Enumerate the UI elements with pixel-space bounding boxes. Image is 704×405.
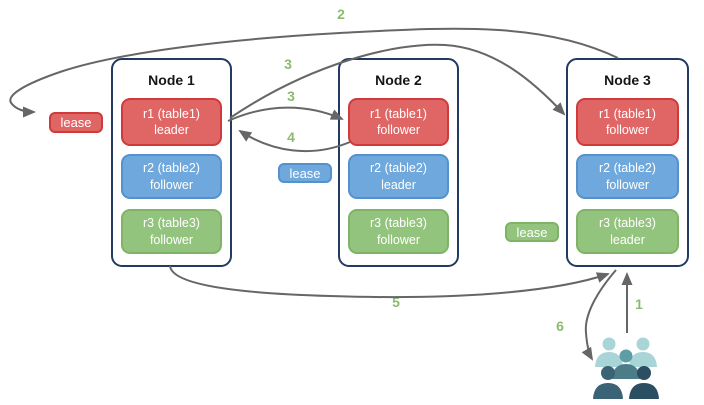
step-label-3a: 3 [284,56,292,72]
node-3-panel: Node 3 r1 (table1) follower r2 (table2) … [566,58,689,267]
users-middle-person [612,349,640,379]
node3-replica-r2: r2 (table2) follower [576,154,679,199]
replica-name: r3 (table3) [370,216,427,231]
node3-replica-r3: r3 (table3) leader [576,209,679,254]
node2-replica-r1: r1 (table1) follower [348,98,449,146]
replica-name: r1 (table1) [143,106,200,121]
replica-role: leader [610,232,645,247]
replica-name: r1 (table1) [599,106,656,121]
replica-role: follower [376,123,421,137]
replica-name: r2 (table2) [599,161,656,176]
node2-replica-r2: r2 (table2) leader [348,154,449,199]
replica-role: leader [154,123,189,137]
arrow-step5-leaseholder-to-gateway [169,265,610,299]
node3-replica-r1: r1 (table1) follower [576,98,679,146]
node1-replica-r1: r1 (table1) leader [121,98,222,146]
replica-role: follower [149,177,194,192]
node1-replica-r3: r3 (table3) follower [121,209,222,254]
step-label-6: 6 [556,318,564,334]
replica-role: leader [381,177,416,192]
users-icon [593,337,659,399]
arrow-step3-leader-to-node2-follower [227,106,344,122]
lease-badge-red: lease [49,112,103,133]
lease-badge-green: lease [505,222,559,242]
node-3-title: Node 3 [604,72,651,88]
replica-role: follower [605,177,650,192]
replica-role: follower [605,123,650,137]
node-2-panel: Node 2 r1 (table1) follower r2 (table2) … [338,58,459,267]
users-front-row [593,366,659,399]
replica-name: r2 (table2) [370,161,427,176]
replica-role: follower [376,232,421,247]
replica-name: r3 (table3) [599,216,656,231]
node-1-title: Node 1 [148,72,195,88]
step-label-2: 2 [337,6,345,22]
step-label-1: 1 [635,296,643,312]
node1-replica-r2: r2 (table2) follower [121,154,222,199]
lease-badge-blue: lease [278,163,332,183]
replica-name: r3 (table3) [143,216,200,231]
node2-replica-r3: r3 (table3) follower [348,209,449,254]
replica-name: r2 (table2) [143,161,200,176]
replica-role: follower [149,232,194,247]
node-2-title: Node 2 [375,72,422,88]
step-label-3b: 3 [287,88,295,104]
replica-name: r1 (table1) [370,106,427,121]
step-label-5: 5 [392,294,400,310]
step-label-4: 4 [287,129,295,145]
node-1-panel: Node 1 r1 (table1) leader r2 (table2) fo… [111,58,232,267]
arrow-step2-gateway-to-leaseholder [9,27,619,118]
